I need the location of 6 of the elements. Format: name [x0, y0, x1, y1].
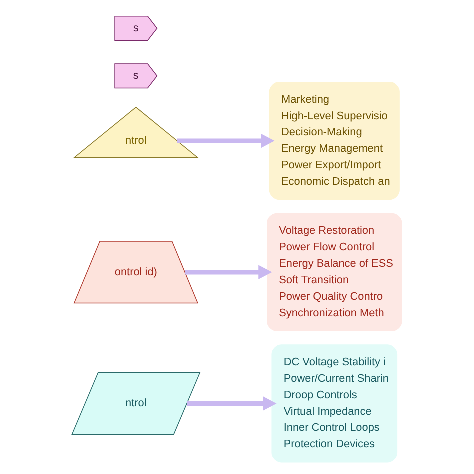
node-box: Marketing High-Level Supervisio Decision-Making Energy Management Power Export/Import Economic Dispatch an [269, 82, 400, 200]
node-box: Voltage Restoration Power Flow Control Energy Balance of ESS Soft Transition Power Quality Contro Synchronization Meth [267, 213, 402, 332]
arrow [187, 396, 277, 411]
arrow [185, 265, 272, 280]
node-box: DC Voltage Stability i Power/Current Sharin Droop Controls Virtual Impedance Inner Control Loops Protection Devices [272, 344, 398, 463]
arrow [178, 134, 275, 148]
